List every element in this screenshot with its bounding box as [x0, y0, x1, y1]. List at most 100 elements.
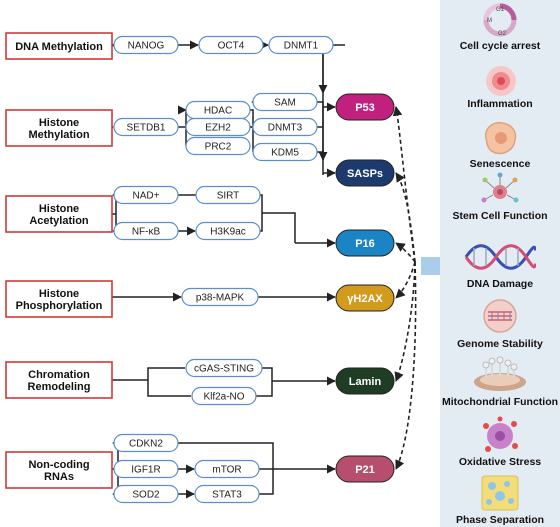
oxidative-stress-icon [483, 416, 518, 452]
svg-text:G1: G1 [496, 7, 505, 13]
source-label: DNA Methylation [15, 41, 103, 53]
target-label: Lamin [349, 376, 382, 388]
connector-lines [104, 40, 457, 499]
source-label: Acetylation [29, 215, 89, 227]
gene-label: SETDB1 [127, 123, 166, 134]
gene-pill [185, 358, 263, 378]
source-box-frame [5, 451, 113, 489]
target-node-gh2ax: γH2AX [335, 284, 395, 312]
gene-pill [198, 35, 264, 55]
gene-label: HDAC [204, 106, 232, 117]
gene-pill [268, 35, 334, 55]
senescence-cell-icon [485, 121, 517, 155]
gene-node-mtor: mTOR [194, 459, 260, 479]
source-box-dna-methylation: DNA Methylation [5, 32, 113, 60]
gene-pill [113, 117, 179, 137]
outcome-label-mitochondrial-function: Mitochondrial Function [441, 396, 559, 408]
outcome-label-genome-stability: Genome Stability [457, 338, 543, 350]
gene-label: NF-κB [132, 227, 161, 238]
gene-node-nad: NAD+ [113, 185, 179, 205]
gene-label: SAM [274, 98, 296, 109]
gene-node-dnmt3: DNMT3 [252, 117, 318, 137]
gene-pill [252, 92, 318, 112]
gene-pill [195, 185, 261, 205]
source-label: Non-coding [28, 459, 89, 471]
connector-mid-branch [250, 109, 254, 152]
source-box-frame [5, 195, 113, 233]
gene-node-ezh2: EZH2 [185, 117, 251, 137]
gene-label: DNMT3 [268, 123, 303, 134]
gene-label: Klf2a-NO [203, 392, 244, 403]
gene-node-dnmt1: DNMT1 [268, 35, 334, 55]
connector-acet-merge [260, 194, 263, 232]
gene-label: STAT3 [212, 490, 242, 501]
source-label: RNAs [44, 471, 74, 483]
target-node-lamin: Lamin [335, 367, 395, 395]
gene-pill [185, 136, 251, 156]
inflammation-icon [486, 66, 516, 96]
gene-node-prc2: PRC2 [185, 136, 251, 156]
dashed-arrow-p16 [395, 242, 416, 263]
outcome-label-inflammation: Inflammation [467, 98, 533, 110]
outcome-label-phase-separation: Phase Separation [455, 514, 545, 526]
target-pill [335, 367, 395, 395]
outcome-label-oxidative-stress: Oxidative Stress [458, 456, 542, 468]
connector-acet-out [262, 212, 296, 243]
target-node-sasps: SASPs [335, 159, 395, 187]
gene-pill [181, 287, 259, 307]
gene-node-nfkb: NF-κB [113, 221, 179, 241]
gene-node-igf1r: IGF1R [113, 459, 179, 479]
target-label: P53 [355, 102, 375, 114]
outcome-label-cell-cycle-arrest: Cell cycle arrest [459, 40, 541, 52]
gene-pill [252, 117, 318, 137]
gene-pill [113, 459, 179, 479]
target-pill [335, 284, 395, 312]
target-pill [335, 229, 395, 257]
dashed-arrow-p21 [395, 261, 417, 470]
gene-label: H3K9ac [210, 227, 246, 238]
gene-label: OCT4 [218, 41, 245, 52]
gene-label: KDM5 [271, 148, 299, 159]
gene-node-setdb1: SETDB1 [113, 117, 179, 137]
gene-node-nanog: NANOG [113, 35, 179, 55]
gene-pill [113, 484, 179, 504]
target-pill [335, 93, 395, 121]
gene-node-sam: SAM [252, 92, 318, 112]
outcome-label-senescence: Senescence [469, 158, 531, 170]
nodes: DNA MethylationHistoneMethylationHistone… [5, 32, 395, 504]
source-label: Histone [39, 117, 79, 129]
connector-cr-branch [112, 367, 191, 397]
svg-text:M: M [487, 18, 492, 24]
gene-label: cGAS-STING [194, 364, 254, 375]
gene-pill [113, 35, 179, 55]
gene-label: SIRT [217, 191, 240, 202]
gene-node-sod2: SOD2 [113, 484, 179, 504]
gene-node-p38: p38-MAPK [181, 287, 259, 307]
target-node-p16: P16 [335, 229, 395, 257]
target-node-p53: P53 [335, 93, 395, 121]
gene-label: NANOG [128, 41, 165, 52]
gene-node-oct4: OCT4 [198, 35, 264, 55]
dashed-arrow-lamin [394, 261, 416, 382]
gene-pill [191, 386, 257, 406]
source-box-frame [5, 109, 113, 147]
target-label: P21 [355, 464, 375, 476]
gene-pill [185, 117, 251, 137]
gene-pill [252, 142, 318, 162]
mitochondria-icon [474, 356, 526, 391]
gene-pill [194, 459, 260, 479]
gene-pill [194, 484, 260, 504]
source-label: Histone [39, 288, 79, 300]
gene-node-stat3: STAT3 [194, 484, 260, 504]
gene-pill [113, 433, 179, 453]
gene-node-cdkn2: CDKN2 [113, 433, 179, 453]
gene-node-klf2a: Klf2a-NO [191, 386, 257, 406]
gene-node-cgas: cGAS-STING [185, 358, 263, 378]
source-label: Chromation [28, 369, 90, 381]
